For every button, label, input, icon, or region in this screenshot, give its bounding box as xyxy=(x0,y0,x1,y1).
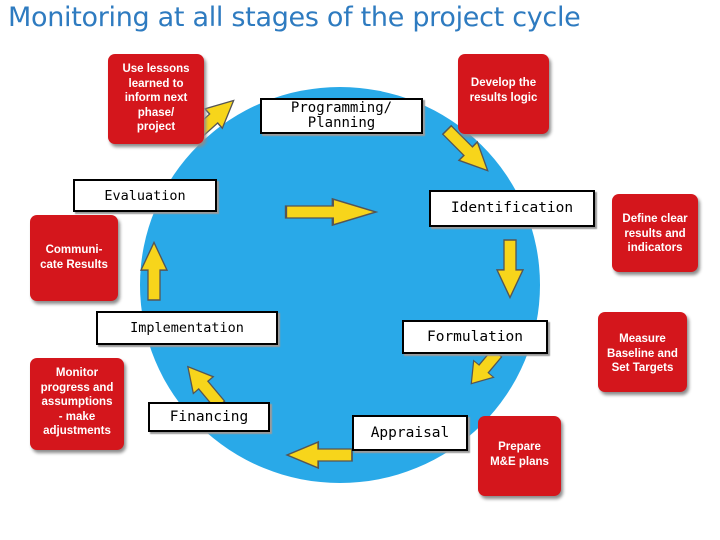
project-cycle-circle xyxy=(140,87,540,483)
stage-formulation: Formulation xyxy=(402,320,548,354)
stage-financing: Financing xyxy=(148,402,270,432)
task-communicate-results: Communi- cate Results xyxy=(30,215,118,301)
task-develop-results-logic: Develop the results logic xyxy=(458,54,549,134)
stage-appraisal: Appraisal xyxy=(352,415,468,451)
task-prepare-me-plans: Prepare M&E plans xyxy=(478,416,561,496)
task-use-lessons-learned: Use lessons learned to inform next phase… xyxy=(108,54,204,144)
stage-programming-planning: Programming/ Planning xyxy=(260,98,423,134)
task-define-results-indicators: Define clear results and indicators xyxy=(612,194,698,272)
stage-identification: Identification xyxy=(429,190,595,227)
page-title: Monitoring at all stages of the project … xyxy=(8,2,581,33)
stage-evaluation: Evaluation xyxy=(73,179,217,212)
task-measure-baseline-targets: Measure Baseline and Set Targets xyxy=(598,312,687,392)
stage-implementation: Implementation xyxy=(96,311,278,345)
task-monitor-progress: Monitor progress and assumptions - make … xyxy=(30,358,124,450)
